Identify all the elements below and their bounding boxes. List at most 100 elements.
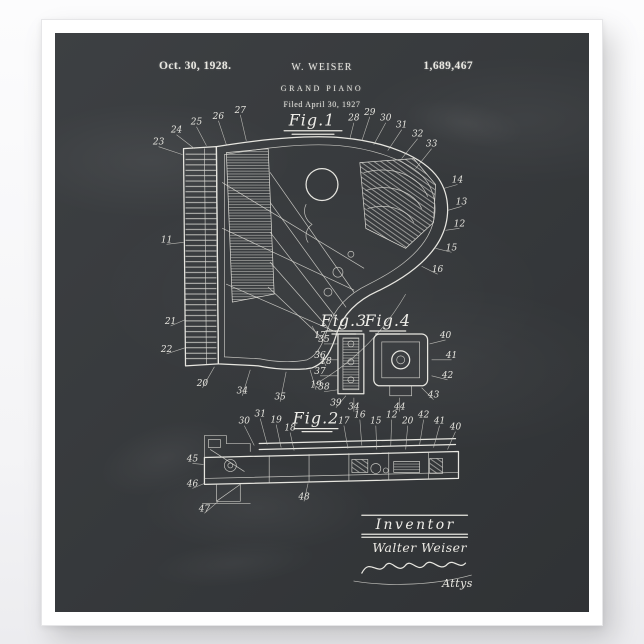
bolt-circle [347,340,355,347]
ref-numeral: 34 [237,386,249,396]
leader-line [431,375,448,380]
soundboard-circle [305,167,339,201]
hatched-block [393,460,420,473]
ref-numeral: 40 [439,330,452,340]
leader-line [275,424,282,448]
ref-numeral: 25 [190,117,203,127]
signature-flourish [353,574,472,585]
leader-line [242,369,251,396]
bolt-circle [347,358,355,365]
leader-line [311,325,321,340]
fig2-drawing: Fig.2 303 [186,408,462,514]
leader-line [166,347,185,354]
fig3-hatch [342,337,360,390]
ref-numeral: 19 [270,415,282,425]
fig2-label-underline [293,427,339,432]
fig3-body [337,332,365,394]
leader-line [218,120,227,145]
ref-numeral: 18 [284,423,296,433]
fig4-circle-inner [396,355,406,364]
ref-numeral: 33 [426,139,438,149]
piano-case-outline [215,135,449,370]
chalkboard: Oct. 30, 1928. W. WEISER 1,689,467 GRAND… [55,32,589,612]
ref-numeral: 37 [314,366,326,376]
leader-line [443,183,458,189]
ref-numeral: 41 [445,350,457,360]
ref-numeral: 24 [170,125,183,135]
leader-line [279,371,287,402]
filed-date: Filed April 30, 1927 [283,99,361,109]
ref-numeral: 31 [255,409,266,419]
patent-drawing: Fig.1 [152,105,472,590]
frame-struts [222,181,365,332]
f-hole-curve [304,203,313,243]
fig4-label: Fig.4 [363,310,411,329]
detail-circle [323,287,333,296]
ref-numeral: 15 [446,243,458,253]
keyboard-divider [204,147,207,364]
ref-numeral: 20 [196,378,209,388]
hatched-block [351,458,369,473]
leader-line [405,425,408,450]
leader-line [419,419,424,445]
ref-numeral: 16 [432,265,444,275]
signature-block: Inventor Walter Weiser Attys [353,514,472,590]
ref-numeral: 11 [161,235,172,245]
patent-title: GRAND PIANO [280,83,364,93]
ref-numeral: 23 [152,137,165,147]
ref-numeral: 21 [164,316,176,326]
ref-numeral: 28 [347,113,360,123]
ref-numeral: 41 [433,416,445,426]
fig1-label: Fig.1 [288,110,336,129]
action-spiral [224,458,237,472]
leader-line [421,265,438,274]
bolt-circle [347,375,355,383]
fig2-label: Fig.2 [292,408,340,427]
ref-numeral: 17 [338,416,350,426]
fig1-label-underline [283,129,343,135]
inventor-name-header: W. WEISER [291,61,353,73]
leader-line [323,388,338,392]
ref-numeral: 45 [186,454,199,464]
leader-line [361,116,371,141]
ref-numeral: 30 [239,416,251,426]
leader-line [359,419,363,446]
leader-line [166,241,184,245]
leg-bracket [202,483,251,504]
ref-numeral: 40 [449,422,462,432]
inventor-typed-name: Walter Weiser [372,540,467,555]
ref-numeral: 32 [412,129,424,139]
attorney-signature [361,561,467,574]
leader-line [433,425,440,448]
leader-line [192,482,205,489]
leader-line [429,339,446,344]
leader-line [158,145,183,155]
ref-numeral: 17 [314,330,326,340]
ref-numeral: 46 [186,479,199,489]
leader-line [176,133,195,149]
leader-line [289,432,295,451]
inventor-rule-bottom [361,533,469,538]
leader-line [447,430,456,450]
ref-numeral: 43 [427,390,440,400]
detail-circle [370,462,382,474]
ref-numeral: 42 [417,410,430,420]
lobe-arcs [363,169,428,223]
ref-numeral: 27 [234,105,247,115]
ref-numeral: 29 [363,107,376,117]
fig1-drawing: Fig.1 [152,105,468,402]
patent-number: 1,689,467 [423,59,473,72]
ref-numeral: 44 [393,402,406,412]
leader-line [387,129,402,151]
leader-line [415,147,432,169]
ref-numeral: 42 [441,370,454,380]
ref-numeral: 19 [310,380,322,390]
lid-lines [258,437,457,450]
fig4-tab [389,384,413,396]
case-inner-line [204,471,459,479]
ref-numeral: 48 [297,492,310,502]
